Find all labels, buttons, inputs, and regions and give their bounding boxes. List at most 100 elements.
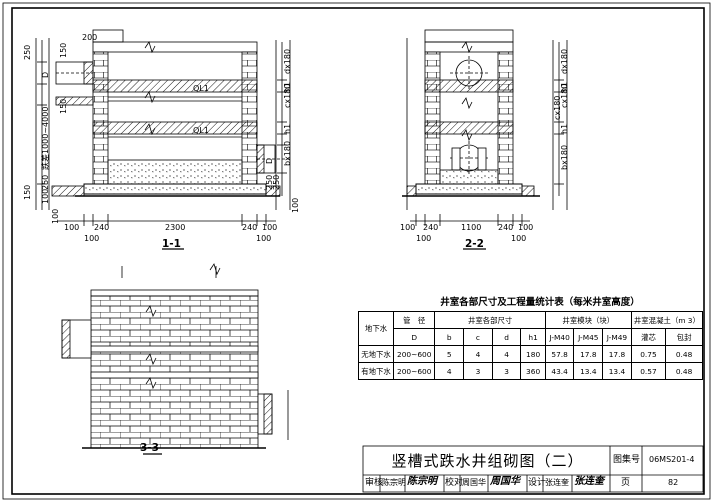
section-3-3 <box>61 263 289 455</box>
cell: 13.4 <box>602 362 632 380</box>
dim22-right-h1: h1 <box>560 82 569 92</box>
dim-right-D: D <box>265 158 274 164</box>
checker-signature: 周国华 <box>490 476 520 487</box>
th-D: D <box>393 328 436 346</box>
section-label-2-2: 2-2 <box>465 238 484 250</box>
atlas-number: 06MS201-4 <box>649 455 695 464</box>
dim22-bottom-240a: 240 <box>423 223 438 232</box>
cell: 17.8 <box>573 345 604 363</box>
cell: 3 <box>491 362 522 380</box>
table-row: 无地下水 200~600 5 4 4 180 57.8 17.8 17.8 0.… <box>357 345 703 363</box>
page-number: 82 <box>668 478 679 487</box>
dim-right-cx: cx180 <box>283 84 292 108</box>
section-label-3-3: 3-3 <box>140 442 159 454</box>
th-fill: 灌芯 <box>630 328 667 346</box>
cell: 180 <box>520 345 546 363</box>
th-h1: h1 <box>520 328 546 346</box>
dim-right-250a: 250 <box>265 175 274 190</box>
dim22-right-h1b: h1 <box>560 124 569 134</box>
section-1-1-labels: 200 250 150 D 150 跌差1000~4000 150 100 25… <box>23 33 300 250</box>
dim-right-dx: dx180 <box>283 49 292 74</box>
check-label: 校对 <box>445 478 464 488</box>
dim22-bottom-100a: 100 <box>400 223 415 232</box>
th-blocks: 井室模块（块） <box>544 311 632 329</box>
dim22-bottom-1100: 1100 <box>461 223 481 232</box>
dim-left-D: D <box>41 72 50 78</box>
th-c: c <box>463 328 493 346</box>
dim-right-h1: h1 <box>283 82 292 92</box>
dim22-bottom-100c: 100 <box>518 223 533 232</box>
th-dims: 井室各部尺寸 <box>434 311 546 329</box>
checker-name: 周国华 <box>462 478 486 487</box>
cell: 无地下水 <box>357 345 395 363</box>
designer-signature: 张连奎 <box>574 476 604 487</box>
title-block-frame <box>362 445 704 493</box>
section-1-1 <box>35 29 291 250</box>
dim-right-h1b: h1 <box>283 124 292 134</box>
dim-bottom-100b: 100 <box>84 234 99 243</box>
dim-left-150: 150 <box>59 43 68 58</box>
review-label: 审核 <box>365 478 384 488</box>
table-row: 有地下水 200~600 4 3 3 360 43.4 13.4 13.4 0.… <box>357 362 703 380</box>
reviewer-name: 陈宗明 <box>382 478 406 487</box>
section-label-1-1: 1-1 <box>162 238 181 250</box>
dim-bottom-100c: 100 <box>262 223 277 232</box>
cell: 17.8 <box>602 345 632 363</box>
label-ql1-upper: QL1 <box>193 84 209 93</box>
dim-bottom-100a: 100 <box>64 223 79 232</box>
cell: 4 <box>434 362 465 380</box>
atlas-label: 图集号 <box>613 455 641 465</box>
cell: 0.75 <box>630 345 667 363</box>
th-concrete: 井室混凝土（m 3） <box>630 311 704 329</box>
dim22-right-cx2: cx180 <box>553 96 562 120</box>
dim-right-100: 100 <box>291 198 300 213</box>
quantity-table-title: 井室各部尺寸及工程量统计表（每米井室高度） <box>440 297 640 308</box>
cell: 57.8 <box>544 345 575 363</box>
cell: 0.48 <box>665 362 703 380</box>
dim-left-250: 250 <box>23 45 32 60</box>
designer-name: 张连奎 <box>545 478 569 487</box>
dim-right-bx: bx180 <box>283 141 292 166</box>
cell: 4 <box>491 345 522 363</box>
dim-left-150c: 150 <box>23 185 32 200</box>
th-m49: J-M49 <box>602 328 632 346</box>
th-condition: 地下水 <box>357 311 395 346</box>
dim22-bottom-100d: 100 <box>511 234 526 243</box>
drawing-title: 竖槽式跌水井组砌图（二） <box>391 452 584 470</box>
th-d: d <box>491 328 522 346</box>
dim22-bottom-100b: 100 <box>416 234 431 243</box>
dim-right-250b: 250 <box>272 175 281 190</box>
page-label: 页 <box>621 478 631 488</box>
th-m45: J-M45 <box>573 328 604 346</box>
dim-bottom-240b: 240 <box>242 223 257 232</box>
dim-bottom-100d: 100 <box>256 234 271 243</box>
dim22-bottom-240b: 240 <box>498 223 513 232</box>
section-2-2 <box>402 29 568 250</box>
th-wrap: 包封 <box>665 328 703 346</box>
dim-top-200: 200 <box>82 33 97 42</box>
cell: 13.4 <box>573 362 604 380</box>
cell: 5 <box>434 345 465 363</box>
cell: 3 <box>463 362 493 380</box>
dim-left-range: 跌差1000~4000 <box>40 107 50 170</box>
dim-bottom-240a: 240 <box>94 223 109 232</box>
label-ql1-lower: QL1 <box>193 126 209 135</box>
th-pipe: 管 径 <box>393 311 436 329</box>
cell: 43.4 <box>544 362 575 380</box>
reviewer-signature: 陈宗明 <box>407 476 437 487</box>
dim-left-100: 100 <box>41 189 50 204</box>
dim22-right-bx: bx180 <box>560 145 569 170</box>
cell: 200~600 <box>393 362 436 380</box>
cell: 4 <box>463 345 493 363</box>
cell: 0.57 <box>630 362 667 380</box>
th-b: b <box>434 328 465 346</box>
inner-frame <box>11 7 705 495</box>
cell: 有地下水 <box>357 362 395 380</box>
dim-left-250b: 250 <box>41 175 50 190</box>
design-label: 设计 <box>528 478 547 488</box>
section-2-2-labels: dx180 cx180 h1 h1 cx180 bx180 100 240 10… <box>400 49 569 250</box>
cell: 200~600 <box>393 345 436 363</box>
dim-left-100b: 100 <box>51 209 60 224</box>
